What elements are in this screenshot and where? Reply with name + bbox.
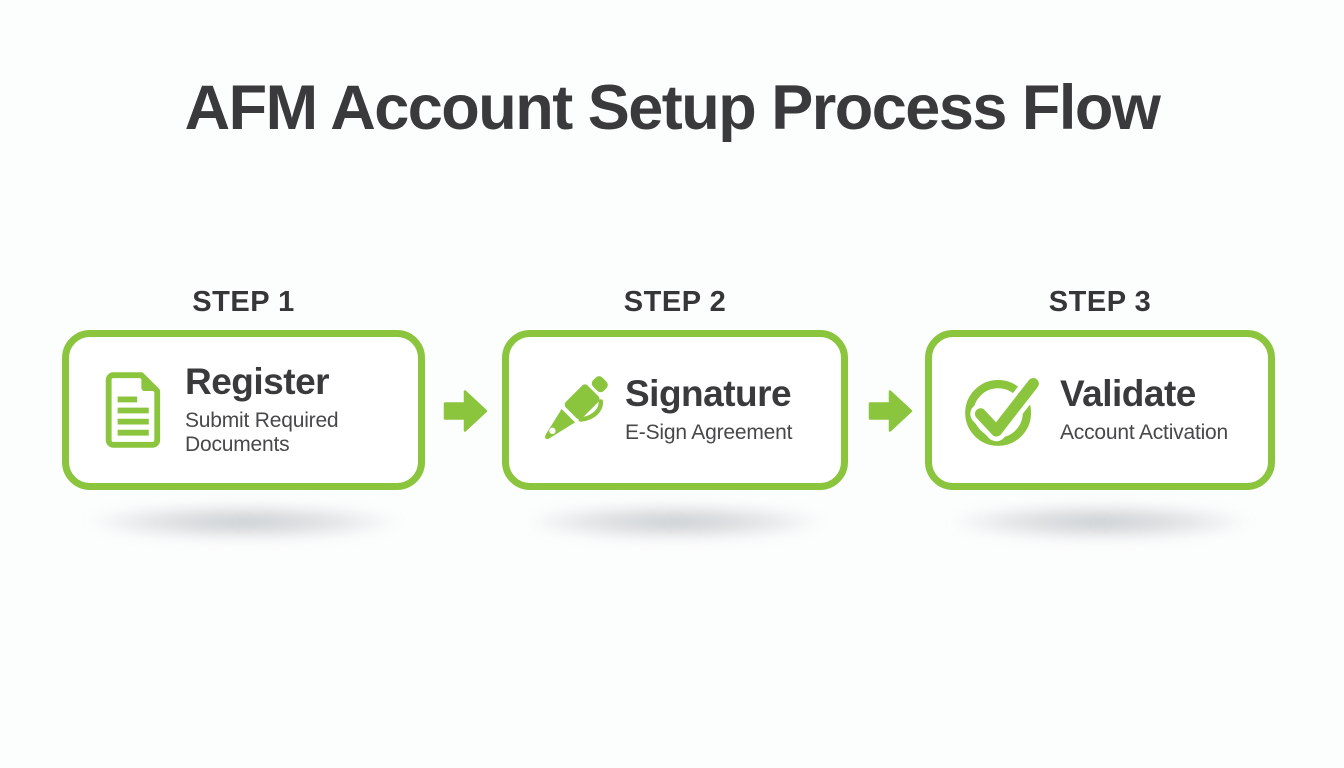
- step-3-label: STEP 3: [1048, 286, 1152, 318]
- step-2-subtitle: E-Sign Agreement: [625, 420, 793, 444]
- step-2-title: Signature: [625, 373, 792, 415]
- step-3-subtitle: Account Activation: [1060, 420, 1228, 444]
- page-title: AFM Account Setup Process Flow: [184, 73, 1161, 143]
- pen-icon: [545, 376, 608, 439]
- step-1-group: STEP 1 Register Submit Required Document…: [62, 286, 425, 540]
- step-3-group: STEP 3 Validate Account Activation: [925, 286, 1275, 540]
- arrow-right-icon: [868, 390, 913, 432]
- step-2-group: STEP 2 Signature E-Sign Agreement: [502, 286, 848, 540]
- step-3-shadow: [949, 504, 1251, 540]
- step-2-label: STEP 2: [623, 286, 727, 318]
- step-1-shadow: [87, 504, 400, 540]
- step-3-title: Validate: [1060, 373, 1196, 415]
- check-circle-icon: [965, 373, 1044, 446]
- step-2-shadow: [526, 504, 824, 540]
- step-3-box: Validate Account Activation: [925, 330, 1275, 490]
- step-1-box: Register Submit Required Documents: [62, 330, 425, 490]
- document-icon: [105, 372, 161, 448]
- step-1-title: Register: [185, 361, 330, 403]
- step-2-text: Signature E-Sign Agreement: [625, 373, 793, 445]
- arrow-right-icon: [443, 390, 488, 432]
- step-2-box: Signature E-Sign Agreement: [502, 330, 848, 490]
- step-1-text: Register Submit Required Documents: [185, 361, 418, 457]
- step-1-label: STEP 1: [192, 286, 295, 318]
- step-3-text: Validate Account Activation: [1060, 373, 1228, 445]
- step-1-subtitle: Submit Required Documents: [185, 408, 339, 456]
